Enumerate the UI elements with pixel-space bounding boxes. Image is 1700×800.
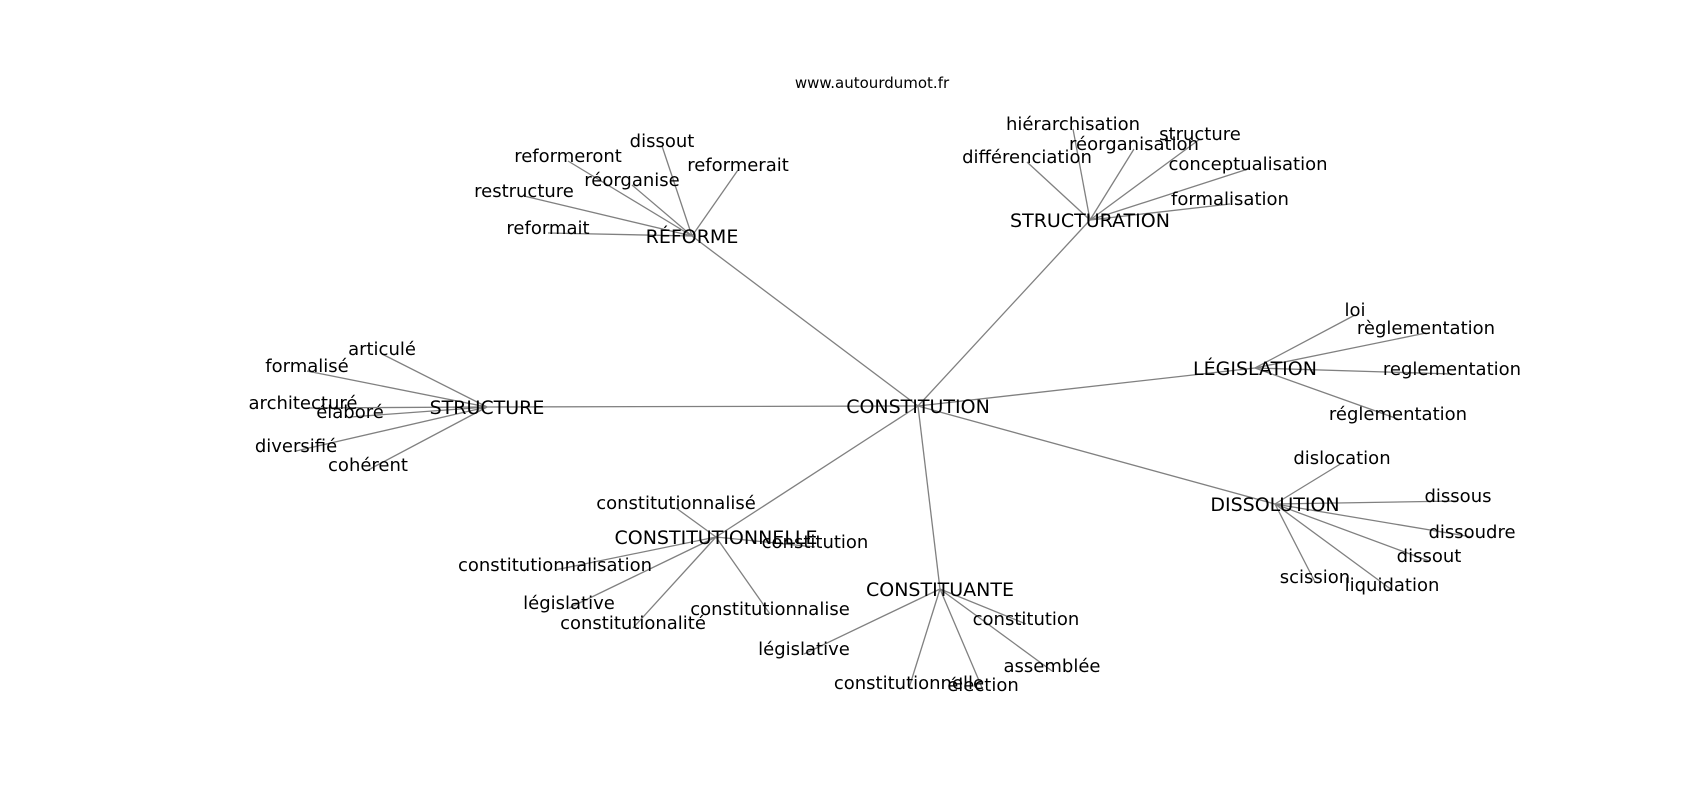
edge-dissolution-leaf-1	[1274, 500, 1459, 505]
site-caption: www.autourdumot.fr	[795, 74, 950, 92]
graph-nodes: CONSTITUTION RÉFORME dissout reformeront réo…	[249, 114, 1522, 696]
leaf-node-dissolution[interactable]: dissous	[1425, 486, 1492, 507]
leaf-node-constitutionnelle[interactable]: constitutionnalise	[690, 599, 850, 620]
graph-edges	[295, 128, 1473, 691]
edge-root-dissolution	[917, 405, 1276, 505]
leaf-node-structure[interactable]: articulé	[348, 339, 416, 360]
edge-legislation-leaf-2	[1254, 367, 1453, 375]
leaf-node-reforme[interactable]: dissout	[630, 131, 695, 152]
edge-root-reforme	[691, 235, 919, 407]
edge-legislation-leaf-3	[1254, 367, 1399, 420]
edge-constitutionnelle-leaf-3	[568, 536, 717, 609]
hub-node-reforme[interactable]: RÉFORME	[646, 225, 739, 248]
edge-reforme-leaf-2	[631, 184, 693, 237]
edge-dissolution-leaf-0	[1274, 462, 1343, 505]
leaf-node-constituante[interactable]: assemblée	[1004, 656, 1101, 677]
edge-structure-leaf-4	[295, 406, 488, 452]
edge-root-structure	[486, 405, 919, 408]
edge-root-constituante	[917, 405, 941, 590]
edge-constituante-leaf-3	[908, 588, 941, 689]
leaf-node-structure[interactable]: élaboré	[316, 402, 384, 423]
leaf-node-reforme[interactable]: reformerait	[687, 155, 789, 176]
edge-constituante-leaf-4	[803, 588, 941, 655]
leaf-node-legislation[interactable]: réglementation	[1329, 404, 1467, 425]
edge-dissolution-leaf-5	[1274, 503, 1316, 583]
leaf-node-dissolution[interactable]: liquidation	[1345, 575, 1440, 596]
leaf-node-reforme[interactable]: réorganise	[584, 170, 680, 191]
edge-legislation-leaf-1	[1254, 332, 1427, 369]
leaf-node-dissolution[interactable]: dislocation	[1293, 448, 1390, 469]
edge-structure-leaf-5	[367, 406, 488, 471]
hub-node-dissolution[interactable]: DISSOLUTION	[1210, 494, 1339, 516]
leaf-node-reforme[interactable]: reformait	[506, 218, 589, 239]
leaf-node-structuration[interactable]: différenciation	[962, 147, 1092, 168]
leaf-node-constituante[interactable]: constitution	[973, 609, 1080, 630]
edge-reforme-leaf-0	[661, 145, 693, 237]
edge-constitutionnelle-leaf-0	[675, 507, 717, 538]
leaf-node-legislation[interactable]: reglementation	[1383, 359, 1521, 380]
edge-structure-leaf-1	[306, 370, 488, 408]
hub-node-constituante[interactable]: CONSTITUANTE	[866, 579, 1014, 601]
leaf-node-constitutionnelle[interactable]: constitutionnalisé	[596, 493, 756, 514]
leaf-node-constitutionnelle[interactable]: constitutionalité	[560, 613, 706, 634]
hub-node-legislation[interactable]: LÉGISLATION	[1193, 357, 1317, 380]
leaf-node-constituante[interactable]: élection	[947, 675, 1019, 696]
leaf-node-structure[interactable]: formalisé	[265, 356, 348, 377]
edge-dissolution-leaf-3	[1274, 503, 1430, 562]
edge-root-structuration	[917, 219, 1091, 407]
edge-reforme-leaf-5	[547, 232, 693, 237]
leaf-node-reforme[interactable]: reformeront	[514, 146, 622, 167]
hub-node-constitutionnelle[interactable]: CONSTITUTIONNELLE	[615, 527, 818, 549]
leaf-node-structure[interactable]: diversifié	[255, 436, 337, 457]
edge-constitutionnelle-leaf-2	[554, 536, 717, 571]
edge-structuration-leaf-5	[1089, 203, 1231, 221]
hub-node-structure[interactable]: STRUCTURE	[430, 397, 545, 419]
edge-dissolution-leaf-4	[1274, 503, 1393, 591]
leaf-node-constituante[interactable]: constitutionnelle	[834, 673, 984, 694]
leaf-node-structuration[interactable]: hiérarchisation	[1006, 114, 1140, 135]
leaf-node-constitutionnelle[interactable]: constitutionnalisation	[458, 555, 652, 576]
leaf-node-structure[interactable]: architecturé	[249, 393, 358, 414]
leaf-node-legislation[interactable]: loi	[1344, 300, 1365, 321]
edge-structure-leaf-3	[349, 406, 488, 418]
leaf-node-constituante[interactable]: législative	[758, 639, 850, 660]
leaf-node-constitutionnelle[interactable]: constitution	[762, 532, 869, 553]
leaf-node-structuration[interactable]: conceptualisation	[1168, 154, 1327, 175]
leaf-node-dissolution[interactable]: dissoudre	[1428, 522, 1515, 543]
edge-root-constitutionnelle	[715, 405, 919, 538]
leaf-node-reforme[interactable]: restructure	[474, 181, 574, 202]
edge-constitutionnelle-leaf-5	[632, 536, 717, 629]
leaf-node-structuration[interactable]: structure	[1159, 124, 1241, 145]
edge-reforme-leaf-4	[523, 195, 693, 237]
edge-structure-leaf-0	[381, 353, 488, 408]
edge-structuration-leaf-2	[1089, 148, 1135, 221]
leaf-node-legislation[interactable]: règlementation	[1357, 318, 1495, 339]
edge-dissolution-leaf-2	[1274, 503, 1473, 538]
edge-legislation-leaf-0	[1254, 314, 1356, 369]
edge-constituante-leaf-2	[939, 588, 984, 691]
edge-structuration-leaf-1	[1089, 138, 1201, 221]
leaf-node-dissolution[interactable]: dissout	[1397, 546, 1462, 567]
edge-constitutionnelle-leaf-1	[715, 536, 816, 548]
edge-structure-leaf-2	[302, 406, 488, 409]
leaf-node-structure[interactable]: cohérent	[328, 455, 408, 476]
edge-constituante-leaf-1	[939, 588, 1053, 672]
leaf-node-structuration[interactable]: formalisation	[1171, 189, 1289, 210]
leaf-node-structuration[interactable]: réorganisation	[1069, 134, 1199, 155]
edge-structuration-leaf-0	[1072, 128, 1091, 221]
edge-structuration-leaf-3	[1026, 161, 1091, 221]
leaf-node-dissolution[interactable]: scission	[1280, 567, 1350, 588]
edge-root-legislation	[917, 367, 1256, 407]
hub-node-structuration[interactable]: STRUCTURATION	[1010, 210, 1170, 232]
edge-constitutionnelle-leaf-4	[715, 536, 771, 615]
edge-constituante-leaf-0	[939, 588, 1027, 625]
leaf-node-constitutionnelle[interactable]: législative	[523, 593, 615, 614]
root-node[interactable]: CONSTITUTION	[846, 396, 990, 418]
edge-reforme-leaf-1	[567, 160, 693, 237]
edge-reforme-leaf-3	[691, 169, 739, 237]
edge-structuration-leaf-4	[1089, 168, 1249, 221]
